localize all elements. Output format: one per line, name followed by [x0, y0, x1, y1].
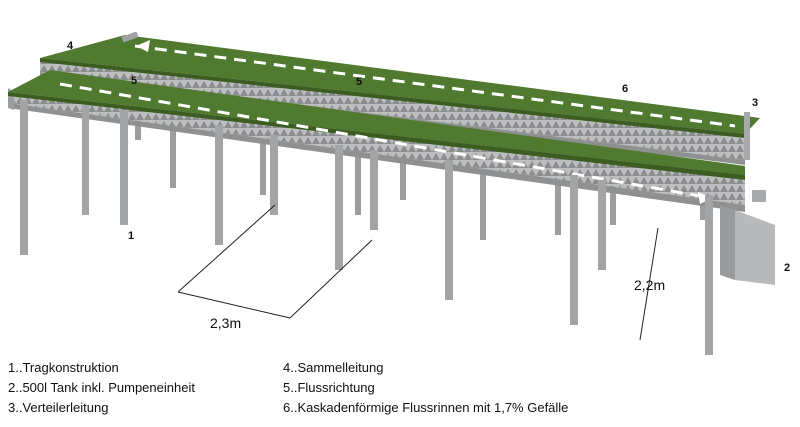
label-6: 6 — [622, 83, 629, 95]
collector-pipe — [121, 31, 139, 43]
label-2: 2 — [784, 262, 791, 274]
height-dimension-label: 2,2m — [634, 277, 666, 293]
back-flow-channel — [40, 35, 760, 138]
height-dimension-line — [639, 227, 659, 341]
legend-item-5: 5..Flussrichtung — [283, 380, 375, 395]
front-flow-channel — [8, 70, 745, 204]
support-legs-front — [20, 100, 713, 355]
legend-right: 4..Sammelleitung 5..Flussrichtung 6..Kas… — [283, 358, 568, 418]
label-1: 1 — [128, 230, 135, 242]
legend-item-4: 4..Sammelleitung — [283, 360, 384, 375]
label-5-back: 5 — [356, 76, 363, 88]
tank-unit — [720, 190, 775, 285]
distributor-pipe — [744, 112, 750, 160]
label-4: 4 — [67, 40, 74, 52]
legend-item-2: 2..500l Tank inkl. Pumpeneinheit — [8, 380, 195, 395]
label-3: 3 — [752, 97, 759, 109]
legend-item-6: 6..Kaskadenförmige Flussrinnen mit 1,7% … — [283, 400, 569, 415]
width-dimension-lines — [177, 204, 373, 319]
legend-item-1: 1..Tragkonstruktion — [8, 360, 119, 375]
legend-left: 1..Tragkonstruktion 2..500l Tank inkl. P… — [8, 358, 195, 418]
legend-item-3: 3..Verteilerleitung — [8, 400, 109, 415]
label-5-front: 5 — [131, 75, 138, 87]
width-dimension-label: 2,3m — [210, 315, 242, 331]
